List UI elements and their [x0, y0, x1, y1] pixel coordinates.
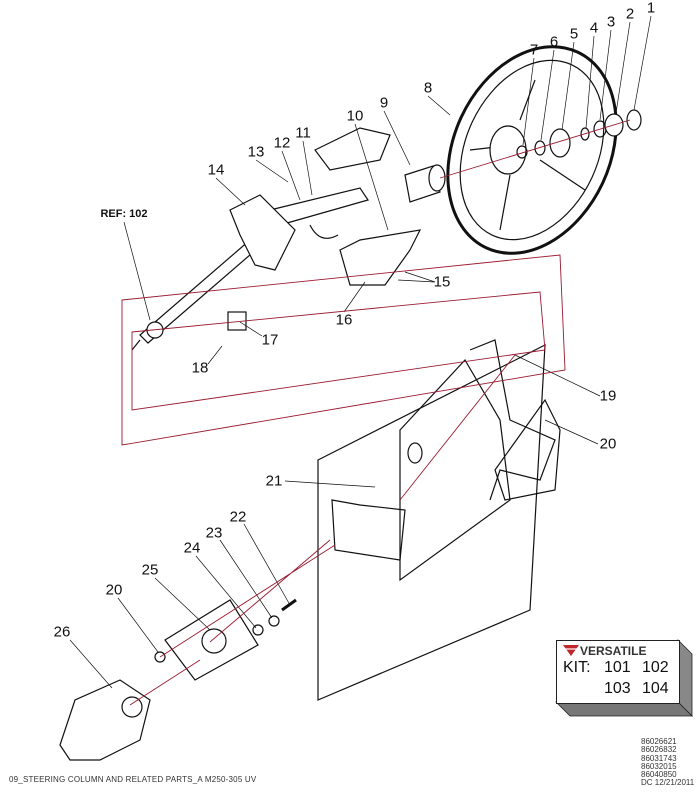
kit-label: KIT:	[563, 659, 591, 676]
flange-plate	[164, 599, 259, 681]
part-numbers-list: 86026621 86026832 86031743 86032015 8604…	[641, 737, 695, 788]
steering-gearbox	[59, 679, 151, 761]
callout-10: 10	[346, 107, 364, 125]
callout-19: 19	[599, 387, 617, 405]
part-number: 86032015	[641, 761, 677, 771]
ref-label: REF: 102	[100, 208, 148, 220]
callout-3: 3	[606, 13, 616, 31]
callout-21: 21	[265, 472, 283, 490]
callout-13: 13	[247, 143, 265, 161]
kit-number: 101	[604, 659, 631, 676]
callout-20-lower: 20	[105, 581, 123, 599]
versatile-logo-icon	[563, 645, 579, 656]
revision-date: DC 12/21/2011	[641, 778, 695, 788]
callout-8: 8	[423, 79, 433, 97]
mounting-plate	[317, 343, 546, 701]
column-bracket	[229, 194, 296, 271]
callout-12: 12	[273, 134, 291, 152]
lower-shroud	[339, 229, 422, 286]
callout-24: 24	[183, 539, 201, 557]
upper-shroud	[314, 127, 391, 171]
part-number: 86040850	[641, 770, 677, 780]
callout-18: 18	[191, 359, 209, 377]
callout-26: 26	[53, 623, 71, 641]
callout-17: 17	[261, 331, 279, 349]
callout-6: 6	[549, 33, 559, 51]
callout-22: 22	[229, 508, 247, 526]
callout-2: 2	[625, 5, 635, 23]
callout-4: 4	[589, 19, 599, 37]
callout-15: 15	[433, 273, 451, 291]
part-number: 86031743	[641, 753, 677, 763]
part-number: 86026832	[641, 745, 677, 755]
callout-14: 14	[207, 161, 225, 179]
callout-5: 5	[569, 25, 579, 43]
callout-20-upper: 20	[599, 435, 617, 453]
callout-25: 25	[141, 561, 159, 579]
hub-nut	[549, 128, 571, 158]
kit-number: 103	[604, 680, 631, 697]
diagram-caption: 09_STEERING COLUMN AND RELATED PARTS_A M…	[9, 775, 257, 784]
kit-box: VERSATILE KIT: 101 102 103 104	[556, 640, 680, 704]
steering-wheel	[446, 45, 618, 255]
callout-23: 23	[205, 524, 223, 542]
callout-7: 7	[529, 41, 539, 59]
callout-9: 9	[379, 94, 389, 112]
brand-name: VERSATILE	[580, 644, 647, 658]
part-number: 86026621	[641, 737, 677, 746]
callout-1: 1	[646, 0, 656, 17]
callout-16: 16	[335, 311, 353, 329]
kit-number: 102	[642, 659, 669, 676]
callout-11: 11	[295, 124, 311, 142]
kit-number: 104	[642, 680, 669, 697]
